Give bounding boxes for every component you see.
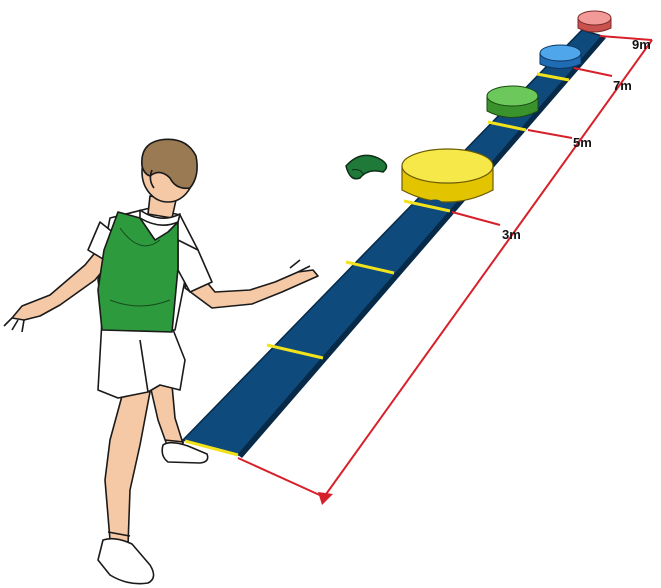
beanbag: [346, 155, 387, 178]
measure-tick-7m: [574, 68, 612, 76]
head: [142, 139, 197, 202]
measure-arrowhead: [318, 492, 333, 505]
measure-tick-5m: [528, 130, 572, 138]
measure-tick-start: [238, 458, 324, 497]
label-7m: 7m: [613, 78, 632, 93]
throwing-track: [183, 30, 606, 458]
measure-tick-3m: [452, 212, 500, 225]
label-5m: 5m: [573, 135, 592, 150]
shoe-back: [98, 539, 154, 584]
target-yellow: [402, 149, 493, 205]
label-3m: 3m: [502, 227, 521, 242]
target-blue: [540, 45, 581, 69]
label-9m: 9m: [632, 37, 651, 52]
track-edge: [238, 36, 606, 458]
leg-back: [105, 385, 150, 545]
target-green: [487, 86, 538, 118]
track-mat: [183, 30, 602, 455]
target-red: [578, 11, 611, 32]
